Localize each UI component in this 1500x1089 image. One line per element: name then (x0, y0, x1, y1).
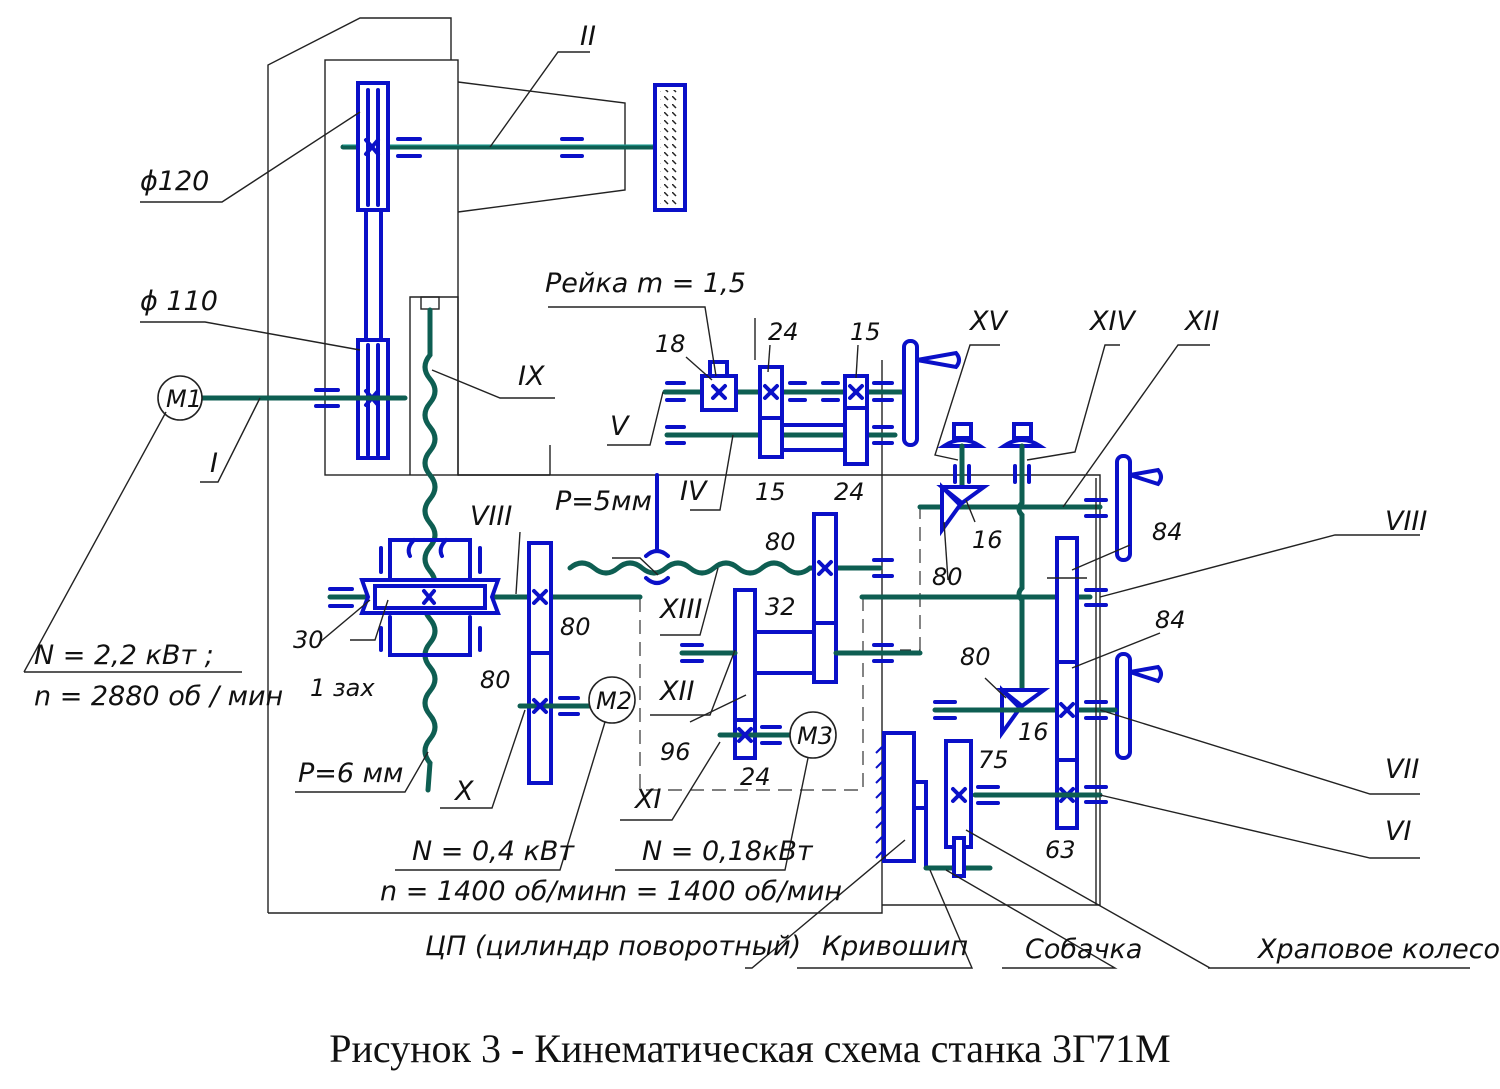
motor-m1-label: M1 (166, 385, 202, 413)
rack-label: Рейка m = 1,5 (545, 268, 746, 299)
labels: II ϕ120 ϕ 110 I IX N = 2,2 кВт ; n = 288… (34, 21, 1500, 965)
shaft-label-viii-left: VIII (470, 501, 512, 532)
m3-speed: n = 1400 об/мин (610, 876, 842, 907)
gear-z18: 18 (655, 330, 686, 358)
shaft-label-xv: XV (968, 306, 1009, 337)
handwheel-longitudinal[interactable] (1115, 454, 1163, 562)
shaft-label-xiv: XIV (1088, 306, 1137, 337)
cross-feed-gearbox (662, 360, 908, 466)
gear-z80-lower: 80 (480, 666, 511, 694)
screw-label-p6: P=6 мм (298, 758, 403, 789)
gear-z84-top: 84 (1152, 518, 1183, 546)
shaft-label-iv: IV (680, 476, 709, 507)
worm-gear-unit (327, 538, 531, 657)
m1-speed: n = 2880 об / мин (34, 681, 283, 712)
shaft-label-ix: IX (518, 361, 545, 392)
pulley-label-120: ϕ120 (140, 166, 209, 197)
shaft-label-xiii: XIII (658, 594, 702, 625)
bevel-gearbox (917, 422, 1118, 905)
leader-lines (23, 51, 1470, 969)
gear-z63: 63 (1045, 836, 1076, 864)
ratchet-mechanism (875, 731, 993, 878)
motor-m2: M2 (588, 676, 636, 724)
vertical-lead-screw (420, 296, 440, 793)
motor-m1-drive (199, 388, 408, 408)
gear-z15-top: 15 (850, 318, 881, 346)
gear-z16-bottom: 16 (1018, 718, 1049, 746)
gear-z84-mid: 84 (1155, 606, 1186, 634)
motor-m3-label: M3 (797, 722, 833, 750)
motor-m1: M1 (157, 375, 203, 421)
gear-z80-bevel-top: 80 (932, 563, 963, 591)
dashed-boundaries (639, 505, 921, 791)
shaft-label-xii-left: XII (658, 676, 694, 707)
gear-block-80-32 (679, 512, 1093, 760)
part-rotary-cylinder: ЦП (цилиндр поворотный) (425, 931, 801, 962)
motor-m2-label: M2 (596, 687, 632, 715)
gear-z80-xiii: 80 (765, 528, 796, 556)
gear-z24-bottom: 24 (834, 478, 865, 506)
m3-power: N = 0,18кВт (642, 836, 814, 867)
shaft-label-vi: VI (1385, 816, 1411, 847)
m2-speed: n = 1400 об/мин (380, 876, 612, 907)
gear-z24-top: 24 (768, 318, 799, 346)
gear-z75: 75 (978, 746, 1009, 774)
shaft-label-i: I (210, 448, 218, 479)
shaft-label-viii-right: VIII (1385, 506, 1427, 537)
gear-z32: 32 (765, 593, 796, 621)
shaft-label-x: X (453, 776, 474, 807)
handwheel-cross[interactable] (902, 339, 961, 447)
screw-label-p5: P=5мм (555, 486, 652, 517)
horizontal-lead-screw (567, 473, 894, 585)
shaft-label-xi: XI (633, 784, 661, 815)
m2-power: N = 0,4 кВт (412, 836, 575, 867)
belt-drive (356, 81, 390, 460)
shaft-label-xii-right: XII (1183, 306, 1219, 337)
worm-wheel-teeth: 30 (293, 626, 324, 654)
gear-z15-bottom: 15 (755, 478, 786, 506)
shaft-label-v: V (610, 411, 631, 442)
gear-z24-m3: 24 (740, 763, 771, 791)
shaft-label-ii: II (580, 21, 596, 52)
shaft-label-vii: VII (1385, 754, 1419, 785)
figure-caption: Рисунок 3 - Кинематическая схема станка … (329, 1026, 1170, 1071)
handwheel-vertical[interactable] (1115, 652, 1163, 760)
part-ratchet: Храповое колесо (1256, 934, 1500, 965)
worm-starts: 1 зах (310, 674, 375, 702)
m1-power: N = 2,2 кВт ; (34, 640, 214, 671)
gear-z16-top: 16 (972, 526, 1003, 554)
gear-z80-upper: 80 (560, 613, 591, 641)
part-crank: Кривошип (822, 931, 968, 962)
part-pawl: Собачка (1025, 934, 1142, 965)
machine-frame (267, 17, 1101, 914)
gear-z96: 96 (660, 738, 691, 766)
gear-z80-bevel-bottom: 80 (960, 643, 991, 671)
spindle-assembly (340, 83, 687, 212)
motor-m3: M3 (789, 711, 837, 759)
gear-pair-80-80 (495, 541, 643, 785)
pulley-label-110: ϕ 110 (140, 286, 218, 317)
